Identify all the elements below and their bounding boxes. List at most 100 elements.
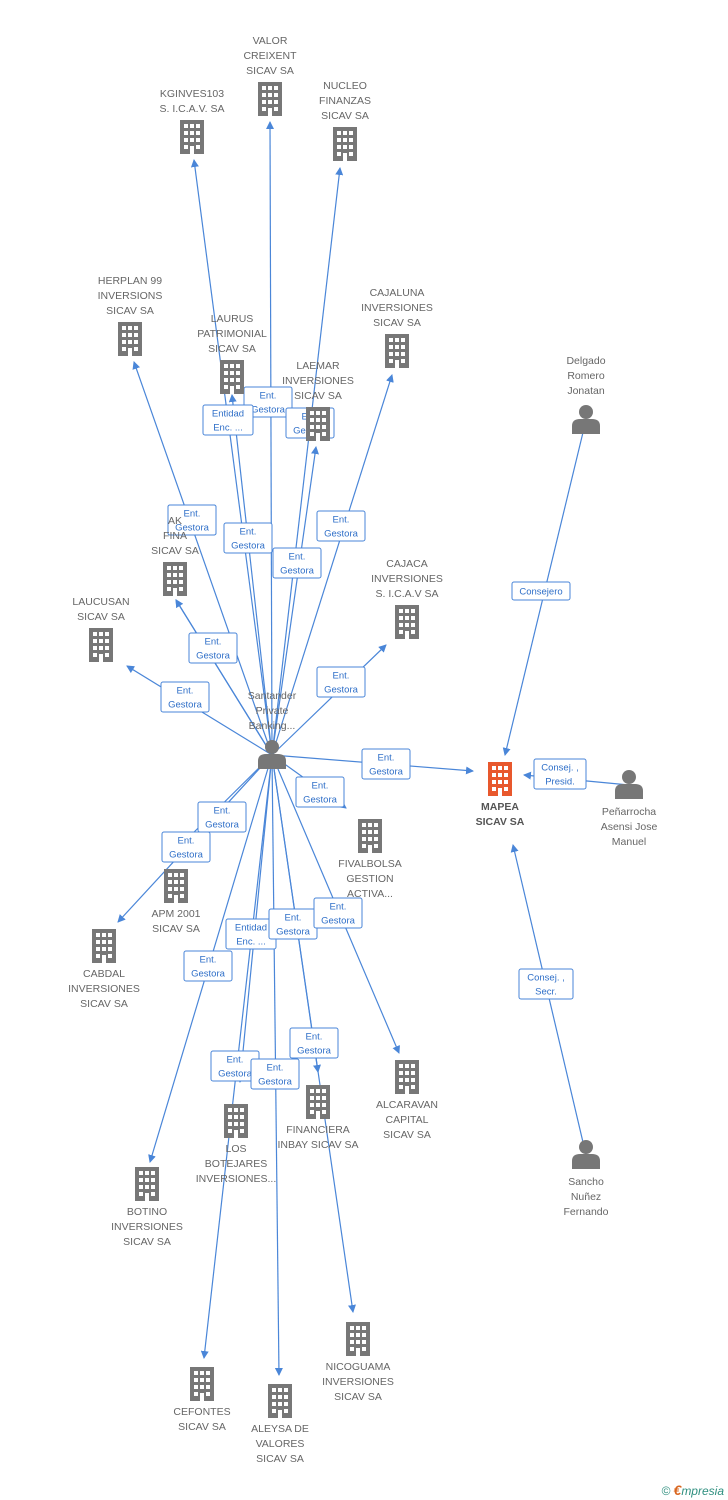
- node-label: SICAV SA: [383, 1129, 431, 1141]
- edge-label-text: Gestora: [196, 651, 231, 662]
- edge-label-e10[interactable]: Ent.Gestora: [316, 666, 366, 698]
- edge-label-e15[interactable]: Ent.Gestora: [295, 776, 345, 808]
- building-icon: [333, 127, 357, 161]
- edge-label-e11[interactable]: Ent. Gestora: [188, 632, 238, 664]
- edge-label-e21[interactable]: Ent. Gestora: [183, 950, 233, 982]
- node-label: BOTEJARES: [205, 1158, 267, 1170]
- building-icon: [92, 929, 116, 963]
- edge-label-e5[interactable]: Ent.Gestora: [167, 504, 217, 536]
- edge-label-e7[interactable]: Ent.Gestora: [223, 522, 273, 554]
- edge-label-e12[interactable]: Consejero: [511, 581, 571, 601]
- node-label: CAJACA: [386, 558, 427, 570]
- edge-label-e20[interactable]: Ent.Gestora: [313, 897, 363, 929]
- edge-label-box: [223, 522, 273, 554]
- edge-label-text: Gestora: [205, 820, 240, 831]
- edge-label-text: Gestora: [251, 405, 286, 416]
- edge-label-text: Entidad: [235, 923, 267, 934]
- edge-label-text: Presid.: [545, 777, 575, 788]
- edge-label-text: Gestora: [324, 529, 359, 540]
- edge-label-box: [188, 632, 238, 664]
- edge-label-box: [167, 504, 217, 536]
- edge-label-text: Ent.: [227, 1055, 244, 1066]
- building-icon: [89, 628, 113, 662]
- node-label: SICAV SA: [294, 390, 342, 402]
- edge-label-e8[interactable]: Ent.Gestora: [272, 547, 322, 579]
- edge-label-text: Ent.: [178, 836, 195, 847]
- footer-brand: ©€mpresia: [662, 1482, 724, 1498]
- edge-santander-to-laurus: [228, 394, 273, 756]
- node-label: INBAY SICAV SA: [277, 1139, 358, 1151]
- edge-label-box: [533, 758, 587, 790]
- edge-label-text: Enc. ...: [236, 937, 266, 948]
- node-label: APM 2001: [151, 908, 200, 920]
- node-label: S. I.C.A.V SA: [375, 588, 438, 600]
- edge-label-text: Ent.: [378, 753, 395, 764]
- edge-label-text: Consej. ,: [541, 763, 579, 774]
- edge-label-e1[interactable]: Ent.Gestora: [243, 386, 293, 418]
- edge-label-e16[interactable]: Ent.Gestora: [197, 801, 247, 833]
- edge-label-e25[interactable]: Ent.Gestora: [250, 1058, 300, 1090]
- node-label: SICAV SA: [373, 317, 421, 329]
- edge-label-e17[interactable]: Ent.Gestora: [161, 831, 211, 863]
- edge-label-box: [161, 831, 211, 863]
- edge-label-e6[interactable]: Ent.Gestora: [316, 510, 366, 542]
- edge-label-e24[interactable]: Ent.Gestora: [210, 1050, 260, 1082]
- edge-label-text: Consej. ,: [527, 973, 565, 984]
- edge-label-text: Gestora: [231, 541, 266, 552]
- edge-santander-to-apm: [180, 754, 273, 846]
- edge-label-e9[interactable]: Ent.Gestora: [160, 681, 210, 713]
- node-fivalbolsa[interactable]: FIVALBOLSAGESTIONACTIVA...: [338, 819, 402, 900]
- edge-sancho-to-mapea: [510, 844, 587, 1156]
- node-label: Delgado: [566, 355, 605, 367]
- node-label: S. I.C.A.V. SA: [160, 103, 225, 115]
- edge-label-e2[interactable]: EntidadEnc. ...: [202, 404, 254, 436]
- edge-label-text: Ent.: [200, 955, 217, 966]
- node-label: LAURUS: [211, 313, 254, 325]
- node-botejares[interactable]: LOSBOTEJARESINVERSIONES...: [196, 1104, 277, 1185]
- node-label: VALORES: [256, 1438, 305, 1450]
- edge-label-e14[interactable]: Consej. , Presid.: [533, 758, 587, 790]
- node-label: MAPEA: [481, 801, 519, 813]
- building-icon: [258, 82, 282, 116]
- edge-label-text: Gestora: [369, 767, 404, 778]
- node-label: INVERSIONES...: [196, 1173, 277, 1185]
- building-icon: [358, 819, 382, 853]
- edge-label-text: Ent.: [285, 913, 302, 924]
- brand-name: mpresia: [681, 1484, 724, 1498]
- edge-label-e13[interactable]: Ent. Gestora: [361, 748, 411, 780]
- edge-label-text: Gestora: [258, 1077, 293, 1088]
- edge-label-text: Gestora: [191, 969, 226, 980]
- edge-label-text: Gestora: [297, 1046, 332, 1057]
- node-santander[interactable]: SantanderPrivateBanking...: [248, 690, 297, 769]
- edge-label-e22[interactable]: Ent.Gestora: [289, 1027, 339, 1059]
- edge-label-text: Ent.: [205, 637, 222, 648]
- node-label: ALEYSA DE: [251, 1423, 309, 1435]
- edge-label-e19[interactable]: Ent.Gestora: [268, 908, 318, 940]
- building-icon: [306, 407, 330, 441]
- edge-label-e23[interactable]: Consej. ,Secr.: [518, 968, 574, 1000]
- person-icon: [572, 1140, 600, 1169]
